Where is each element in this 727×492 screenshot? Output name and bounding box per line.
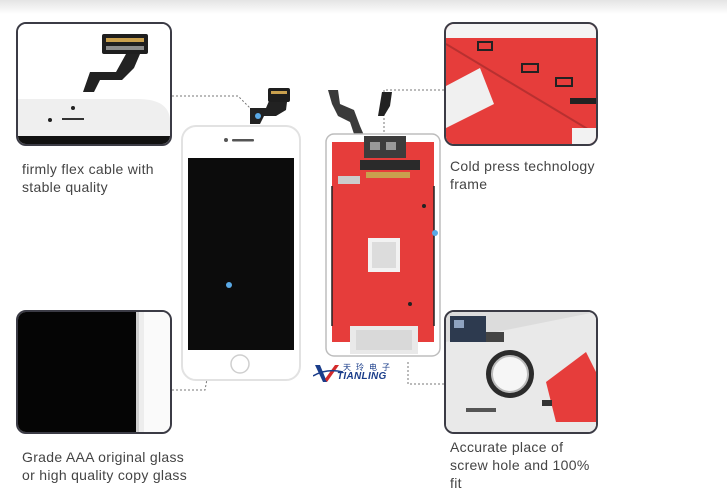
caption-cold-press: Cold press technology frame [450, 158, 595, 192]
connector-dot-frame [432, 230, 438, 236]
connector-dot-glass [226, 282, 232, 288]
flex-cable-closeup [18, 24, 170, 144]
top-shadow [0, 0, 727, 14]
brand-logo-mark-icon [313, 365, 343, 382]
screw-hole-closeup [446, 312, 596, 432]
callout-cold-press [444, 22, 598, 146]
lcd-back-view [325, 90, 441, 357]
callout-screw-hole [444, 310, 598, 434]
callout-flex-cable [16, 22, 172, 146]
brand-logo: 天玲电子 TIANLING [313, 362, 405, 384]
brand-chinese: 天玲电子 [343, 363, 395, 372]
caption-screw-hole: Accurate place of screw hole and 100% fi… [450, 439, 590, 491]
caption-flex-cable: firmly flex cable with stable quality [22, 161, 154, 195]
caption-glass: Grade AAA original glass or high quality… [22, 449, 187, 483]
connector-dot-flex [255, 113, 261, 119]
lcd-front-view [181, 88, 301, 381]
brand-name: TIANLING [337, 371, 387, 382]
callout-glass [16, 310, 172, 434]
frame-closeup [446, 24, 596, 144]
glass-closeup [18, 312, 170, 432]
